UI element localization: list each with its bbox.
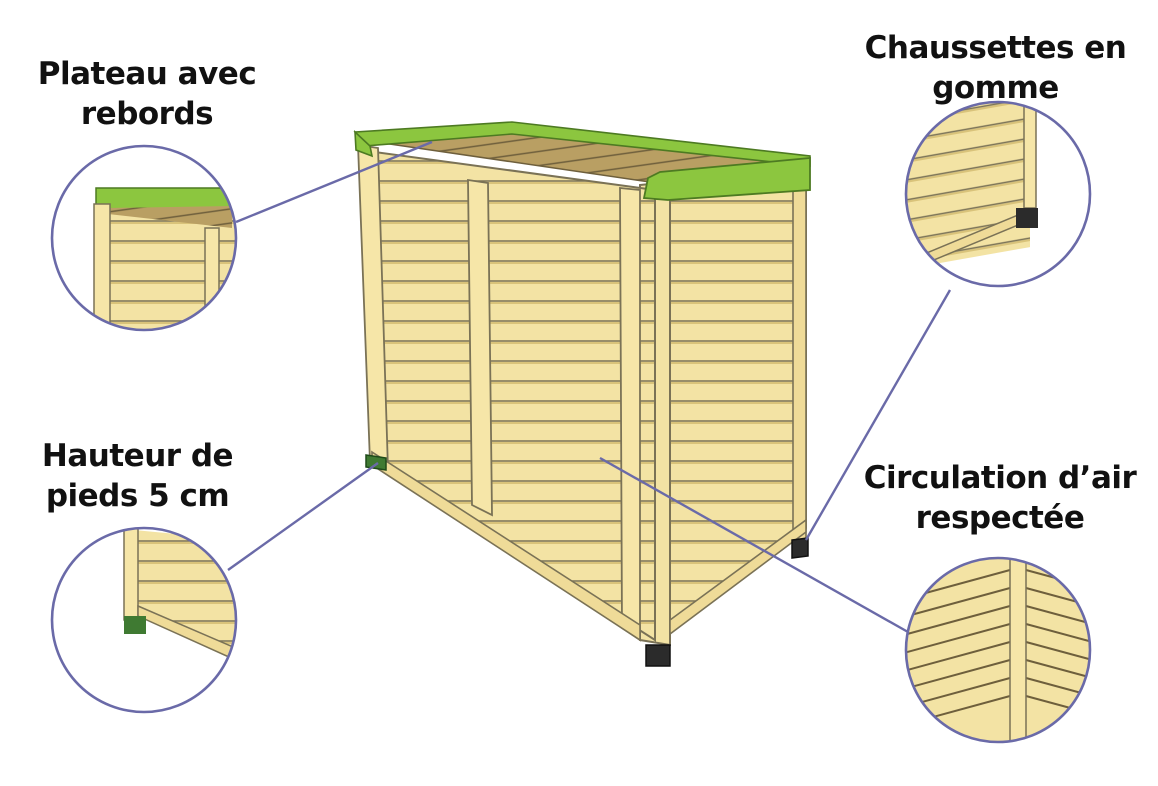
label-circulation-line2: respectée bbox=[915, 500, 1085, 536]
cabinet-front-right-post bbox=[619, 187, 641, 642]
cabinet-side-bottom-rail bbox=[669, 518, 807, 636]
callout-line-circulation bbox=[599, 456, 909, 634]
callout-line-chaussettes bbox=[804, 289, 952, 541]
callout-circle-hauteur bbox=[50, 526, 238, 714]
label-circulation-line1: Circulation d’air bbox=[863, 460, 1137, 496]
callout-line-hauteur bbox=[227, 462, 379, 571]
callout-line-plateau bbox=[235, 140, 433, 224]
callout-circle-plateau bbox=[50, 144, 238, 332]
callout-lines bbox=[227, 140, 952, 634]
front-foot-rubber bbox=[645, 644, 671, 667]
label-hauteur-line2: pieds 5 cm bbox=[45, 478, 230, 514]
top-tray-rim-left bbox=[354, 130, 374, 158]
zoom-circle-hauteur bbox=[50, 526, 238, 714]
zoom-circle-chaussettes bbox=[904, 100, 1092, 288]
cabinet-front-panel bbox=[358, 148, 656, 642]
cabinet-side-panel bbox=[654, 163, 807, 637]
cabinet-side-rear-post bbox=[792, 160, 807, 544]
label-hauteur-line1: Hauteur de bbox=[41, 438, 234, 474]
label-plateau-line1: Plateau avec bbox=[37, 56, 257, 92]
label-chaussettes-line1: Chaussettes en bbox=[864, 30, 1127, 66]
label-hauteur: Hauteur de pieds 5 cm bbox=[30, 436, 245, 516]
label-plateau: Plateau avec rebords bbox=[22, 54, 272, 134]
rear-foot-rubber bbox=[791, 537, 809, 559]
top-tray-rim-front bbox=[642, 157, 811, 201]
callout-circle-circulation bbox=[904, 556, 1092, 744]
label-chaussettes: Chaussettes en gomme bbox=[858, 28, 1133, 108]
zoom-circle-plateau bbox=[50, 144, 238, 332]
left-foot-rubber bbox=[365, 454, 387, 471]
cabinet-front-center-post bbox=[467, 178, 493, 517]
label-chaussettes-line2: gomme bbox=[932, 70, 1059, 106]
label-circulation: Circulation d’air respectée bbox=[855, 458, 1145, 538]
label-plateau-line2: rebords bbox=[80, 96, 214, 132]
cabinet-illustration bbox=[353, 121, 811, 667]
zoom-circle-circulation bbox=[904, 556, 1092, 744]
callout-circle-chaussettes bbox=[904, 100, 1092, 288]
